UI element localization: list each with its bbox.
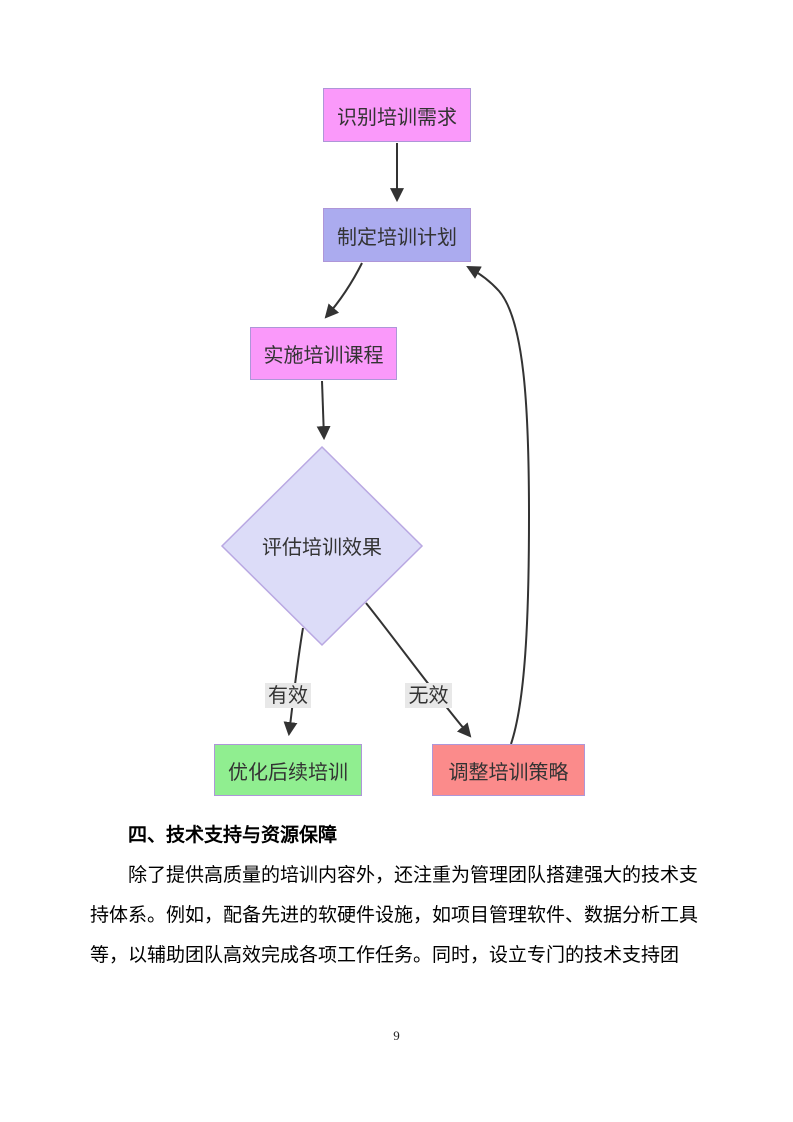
flowchart-edges-layer (220, 143, 531, 745)
paragraph-line: 持体系。例如，配备先进的软硬件设施，如项目管理软件、数据分析工具 (90, 905, 699, 926)
node-implement-training-course: 实施培训课程 (250, 327, 397, 380)
section-heading: 四、技术支持与资源保障 (128, 825, 338, 846)
edge-plan-to-implement (324, 262, 363, 319)
node-identify-training-needs: 识别培训需求 (323, 88, 471, 142)
edge-label-valid: 有效 (265, 683, 311, 708)
edge-adjust-to-plan-feedback (466, 265, 531, 745)
edge-label-invalid: 无效 (405, 683, 452, 708)
page-number: 9 (393, 1028, 400, 1043)
edge-evaluate-to-adjust (365, 602, 472, 738)
edge-implement-to-evaluate (316, 380, 331, 441)
training-process-flowchart: 识别培训需求 制定培训计划 实施培训课程 评估培训效果 有效 无效 优化后续培训… (214, 88, 585, 796)
node-adjust-training-strategy: 调整培训策略 (432, 744, 585, 796)
paragraph-line: 等，以辅助团队高效完成各项工作任务。同时，设立专门的技术支持团 (90, 945, 680, 966)
decision-diamond-evaluate (220, 445, 424, 647)
node-optimize-followup-training: 优化后续培训 (214, 744, 362, 796)
body-text-block: 四、技术支持与资源保障 除了提供高质量的培训内容外，还注重为管理团队搭建强大的技… (90, 816, 702, 976)
edge-evaluate-to-optimize (283, 627, 304, 737)
node-develop-training-plan: 制定培训计划 (323, 208, 471, 262)
paragraph-line: 除了提供高质量的培训内容外，还注重为管理团队搭建强大的技术支 (128, 865, 699, 886)
node-evaluate-training-effect-label: 评估培训效果 (262, 534, 382, 559)
